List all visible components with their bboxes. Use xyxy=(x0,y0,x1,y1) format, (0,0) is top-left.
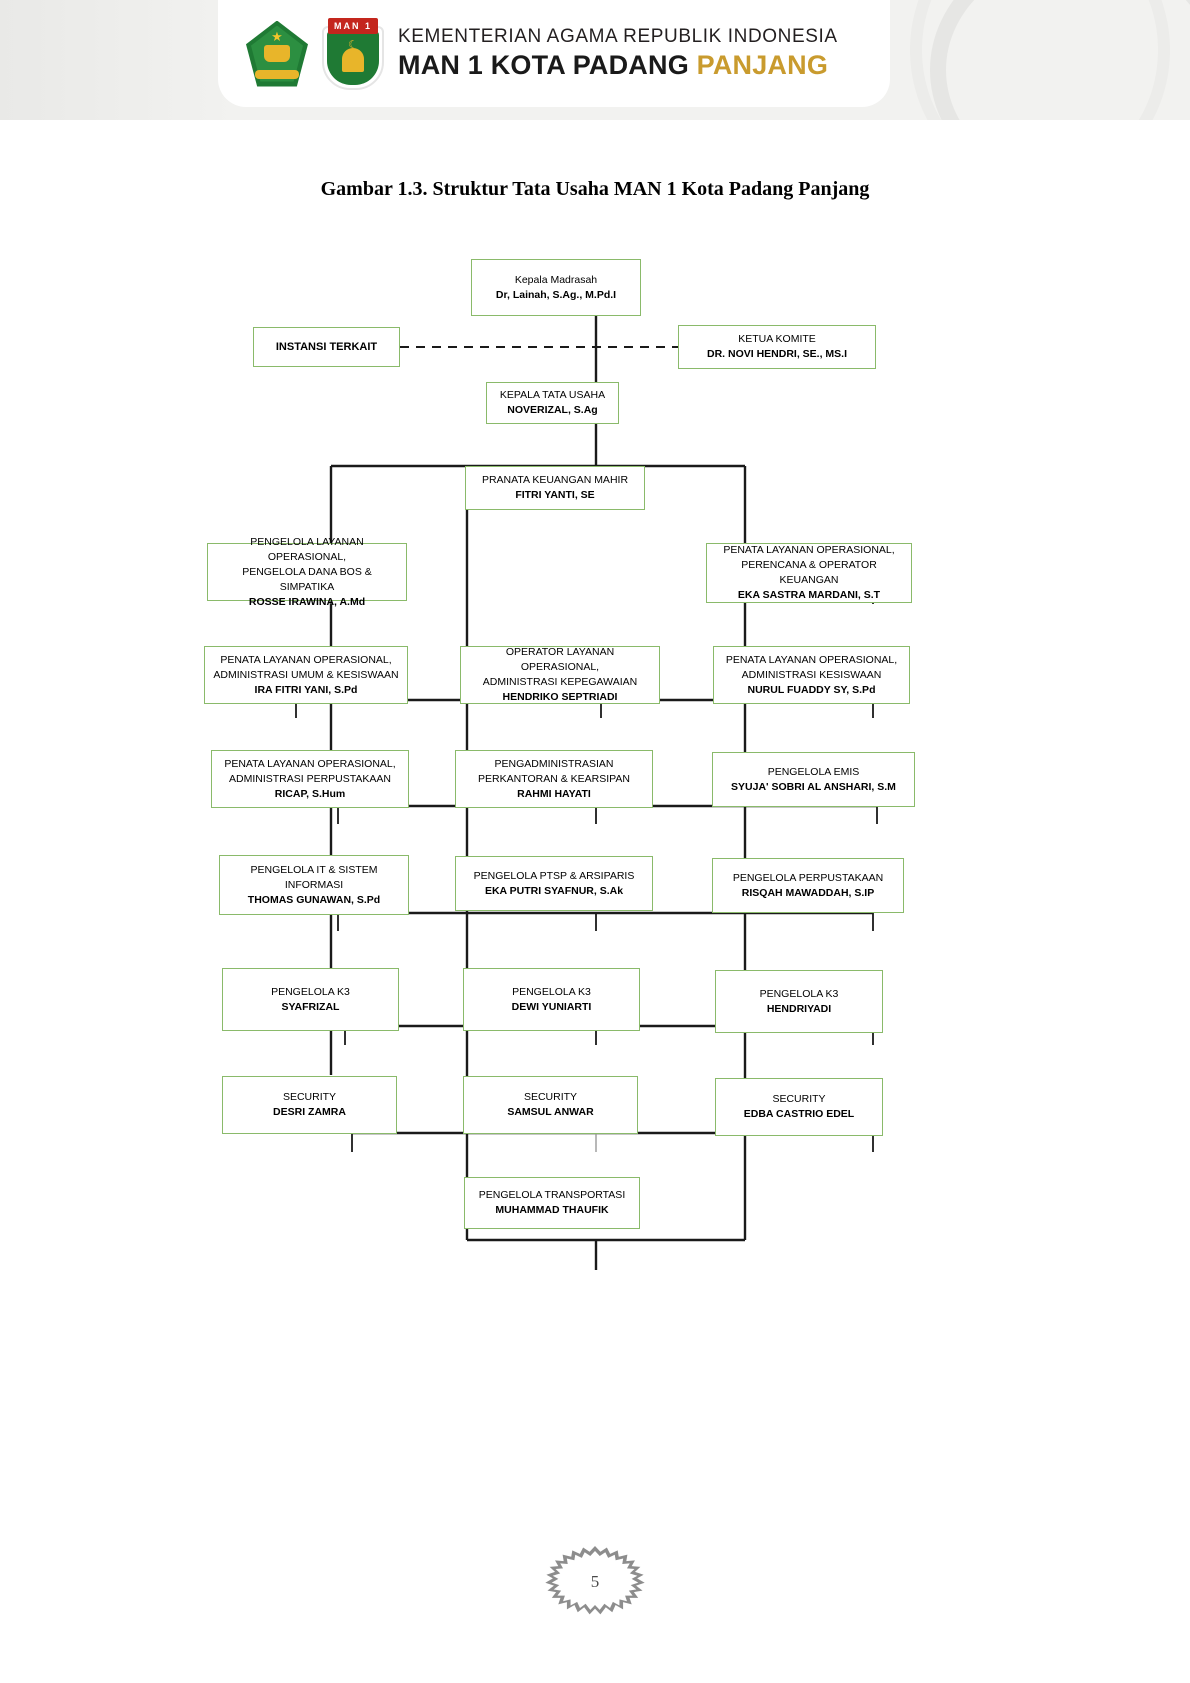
header-left-gradient xyxy=(0,0,240,120)
node-name: SYAFRIZAL xyxy=(281,1000,340,1013)
node-role-line-2: PERKANTORAN & KEARSIPAN xyxy=(478,772,630,785)
node-pengelola-dana-bos[interactable]: PENGELOLA LAYANAN OPERASIONAL, PENGELOLA… xyxy=(207,536,407,608)
node-name: DEWI YUNIARTI xyxy=(511,1000,592,1013)
node-role: PENGELOLA K3 xyxy=(759,987,839,1000)
node-name: NOVERIZAL, S.Ag xyxy=(507,404,598,416)
node-role: PENGELOLA PTSP & ARSIPARIS xyxy=(473,869,635,882)
node-kepala-tata-usaha[interactable]: KEPALA TATA USAHA NOVERIZAL, S.Ag xyxy=(486,382,619,424)
node-administrasi-perpustakaan[interactable]: PENATA LAYANAN OPERASIONAL, ADMINISTRASI… xyxy=(211,750,409,808)
node-role-line-1: PENATA LAYANAN OPERASIONAL, xyxy=(224,757,396,770)
node-role-line-1: PENGELOLA IT & SISTEM xyxy=(250,863,378,876)
node-name: Dr, Lainah, S.Ag., M.Pd.I xyxy=(495,288,617,301)
node-ketua-komite[interactable]: KETUA KOMITE DR. NOVI HENDRI, SE., MS.I xyxy=(678,325,876,369)
node-administrasi-kepegawaian[interactable]: OPERATOR LAYANAN OPERASIONAL, ADMINISTRA… xyxy=(460,646,660,704)
school-name-primary: MAN 1 KOTA PADANG xyxy=(398,50,697,80)
node-role-line-2: ADMINISTRASI UMUM & KESISWAAN xyxy=(213,668,399,681)
node-name: MUHAMMAD THAUFIK xyxy=(495,1204,609,1216)
figure-title: Gambar 1.3. Struktur Tata Usaha MAN 1 Ko… xyxy=(320,178,870,200)
node-role: PENGELOLA EMIS xyxy=(767,765,860,778)
node-role-line-1: PENGADMINISTRASIAN xyxy=(494,757,614,770)
node-role-line-2: ADMINISTRASI KESISWAAN xyxy=(741,668,882,681)
node-administrasi-kesiswaan[interactable]: PENATA LAYANAN OPERASIONAL, ADMINISTRASI… xyxy=(713,646,910,704)
node-name: EDBA CASTRIO EDEL xyxy=(743,1108,855,1120)
node-role: PENGELOLA K3 xyxy=(271,985,350,998)
node-pengelola-emis[interactable]: PENGELOLA EMIS SYUJA' SOBRI AL ANSHARI, … xyxy=(712,752,915,807)
node-name: SAMSUL ANWAR xyxy=(507,1106,594,1118)
node-role-line-2: INFORMASI xyxy=(284,878,344,891)
man1-shield-emblem-icon: ☾ MAN 1 xyxy=(322,17,384,90)
node-name: HENDRIYADI xyxy=(766,1002,832,1015)
node-pengelola-it[interactable]: PENGELOLA IT & SISTEM INFORMASI THOMAS G… xyxy=(219,855,409,915)
node-role-line-2: ADMINISTRASI KEPEGAWAIAN xyxy=(482,676,638,688)
node-role: INSTANSI TERKAIT xyxy=(275,340,378,353)
node-name: IRA FITRI YANI, S.Pd xyxy=(254,683,358,696)
node-name: DESRI ZAMRA xyxy=(273,1106,346,1118)
node-name: RISQAH MAWADDAH, S.IP xyxy=(741,886,875,899)
node-role-line-1: PENATA LAYANAN OPERASIONAL, xyxy=(220,653,392,666)
node-role-line-1: PENATA LAYANAN OPERASIONAL, xyxy=(723,544,895,556)
school-name: MAN 1 KOTA PADANG PANJANG xyxy=(398,50,838,81)
node-name: RAHMI HAYATI xyxy=(517,787,591,800)
node-role: KETUA KOMITE xyxy=(738,333,816,345)
node-pengelola-k3-1[interactable]: PENGELOLA K3 SYAFRIZAL xyxy=(222,968,399,1031)
node-role: SECURITY xyxy=(772,1093,826,1105)
node-role-line-1: PENATA LAYANAN OPERASIONAL, xyxy=(725,653,898,666)
node-name: FITRI YANTI, SE xyxy=(515,489,595,501)
node-role: KEPALA TATA USAHA xyxy=(499,389,606,401)
node-role-line-1: PENGELOLA LAYANAN OPERASIONAL, xyxy=(250,535,364,563)
node-name: ROSSE IRAWINA, A.Md xyxy=(248,595,366,608)
node-role: PENGELOLA TRANSPORTASI xyxy=(478,1189,626,1201)
node-name: HENDRIKO SEPTRIADI xyxy=(502,691,618,703)
man1-badge-label: MAN 1 xyxy=(328,17,378,34)
ministry-name: KEMENTERIAN AGAMA REPUBLIK INDONESIA xyxy=(398,26,838,47)
node-pengelola-ptsp-arsiparis[interactable]: PENGELOLA PTSP & ARSIPARIS EKA PUTRI SYA… xyxy=(455,856,653,911)
node-administrasi-umum-kesiswaan[interactable]: PENATA LAYANAN OPERASIONAL, ADMINISTRASI… xyxy=(204,646,408,704)
node-perencana-operator-keuangan[interactable]: PENATA LAYANAN OPERASIONAL, PERENCANA & … xyxy=(706,543,912,603)
node-role-line-2: PENGELOLA DANA BOS & SIMPATIKA xyxy=(242,565,372,593)
node-instansi-terkait[interactable]: INSTANSI TERKAIT xyxy=(253,327,400,367)
header-text-block: KEMENTERIAN AGAMA REPUBLIK INDONESIA MAN… xyxy=(398,26,838,81)
node-security-1[interactable]: SECURITY DESRI ZAMRA xyxy=(222,1076,397,1134)
node-role-line-1: OPERATOR LAYANAN OPERASIONAL, xyxy=(505,646,615,673)
node-name: EKA SASTRA MARDANI, S.T xyxy=(737,589,881,601)
node-role: Kepala Madrasah xyxy=(514,273,598,286)
node-role: SECURITY xyxy=(282,1091,337,1103)
node-name: DR. NOVI HENDRI, SE., MS.I xyxy=(706,348,848,360)
header-white-card: ★ ☾ MAN 1 KEMENTERIAN AGAMA REPUBLIK IND… xyxy=(218,0,890,107)
node-name: EKA PUTRI SYAFNUR, S.Ak xyxy=(484,884,624,897)
node-pengelola-k3-3[interactable]: PENGELOLA K3 HENDRIYADI xyxy=(715,970,883,1033)
kemenag-emblem-icon: ★ xyxy=(246,20,308,87)
node-role-line-2: PERENCANA & OPERATOR KEUANGAN xyxy=(741,559,877,586)
page-header-banner: ★ ☾ MAN 1 KEMENTERIAN AGAMA REPUBLIK IND… xyxy=(0,0,1190,120)
page-number-badge: 5 xyxy=(541,1546,649,1618)
page-number: 5 xyxy=(590,1572,600,1591)
node-name: SYUJA' SOBRI AL ANSHARI, S.M xyxy=(731,780,896,793)
node-security-3[interactable]: SECURITY EDBA CASTRIO EDEL xyxy=(715,1078,883,1136)
node-security-2[interactable]: SECURITY SAMSUL ANWAR xyxy=(463,1076,638,1134)
node-pengelola-k3-2[interactable]: PENGELOLA K3 DEWI YUNIARTI xyxy=(463,968,640,1031)
node-role: SECURITY xyxy=(523,1091,578,1103)
node-pranata-keuangan[interactable]: PRANATA KEUANGAN MAHIR FITRI YANTI, SE xyxy=(465,466,645,510)
node-name: THOMAS GUNAWAN, S.Pd xyxy=(247,893,381,906)
node-pengelola-perpustakaan[interactable]: PENGELOLA PERPUSTAKAAN RISQAH MAWADDAH, … xyxy=(712,858,904,913)
node-kepala-madrasah[interactable]: Kepala Madrasah Dr, Lainah, S.Ag., M.Pd.… xyxy=(471,259,641,316)
node-role-line-2: ADMINISTRASI PERPUSTAKAAN xyxy=(228,772,391,785)
node-pengelola-transportasi[interactable]: PENGELOLA TRANSPORTASI MUHAMMAD THAUFIK xyxy=(464,1177,640,1229)
page-footer: 5 xyxy=(0,1546,1190,1618)
node-role: PRANATA KEUANGAN MAHIR xyxy=(481,474,629,486)
node-role: PENGELOLA K3 xyxy=(512,985,591,998)
node-name: RICAP, S.Hum xyxy=(274,787,346,800)
node-pengadministrasian-perkantoran[interactable]: PENGADMINISTRASIAN PERKANTORAN & KEARSIP… xyxy=(455,750,653,808)
node-role: PENGELOLA PERPUSTAKAAN xyxy=(732,871,884,884)
node-name: NURUL FUADDY SY, S.Pd xyxy=(747,683,876,696)
school-name-accent: PANJANG xyxy=(696,50,829,80)
